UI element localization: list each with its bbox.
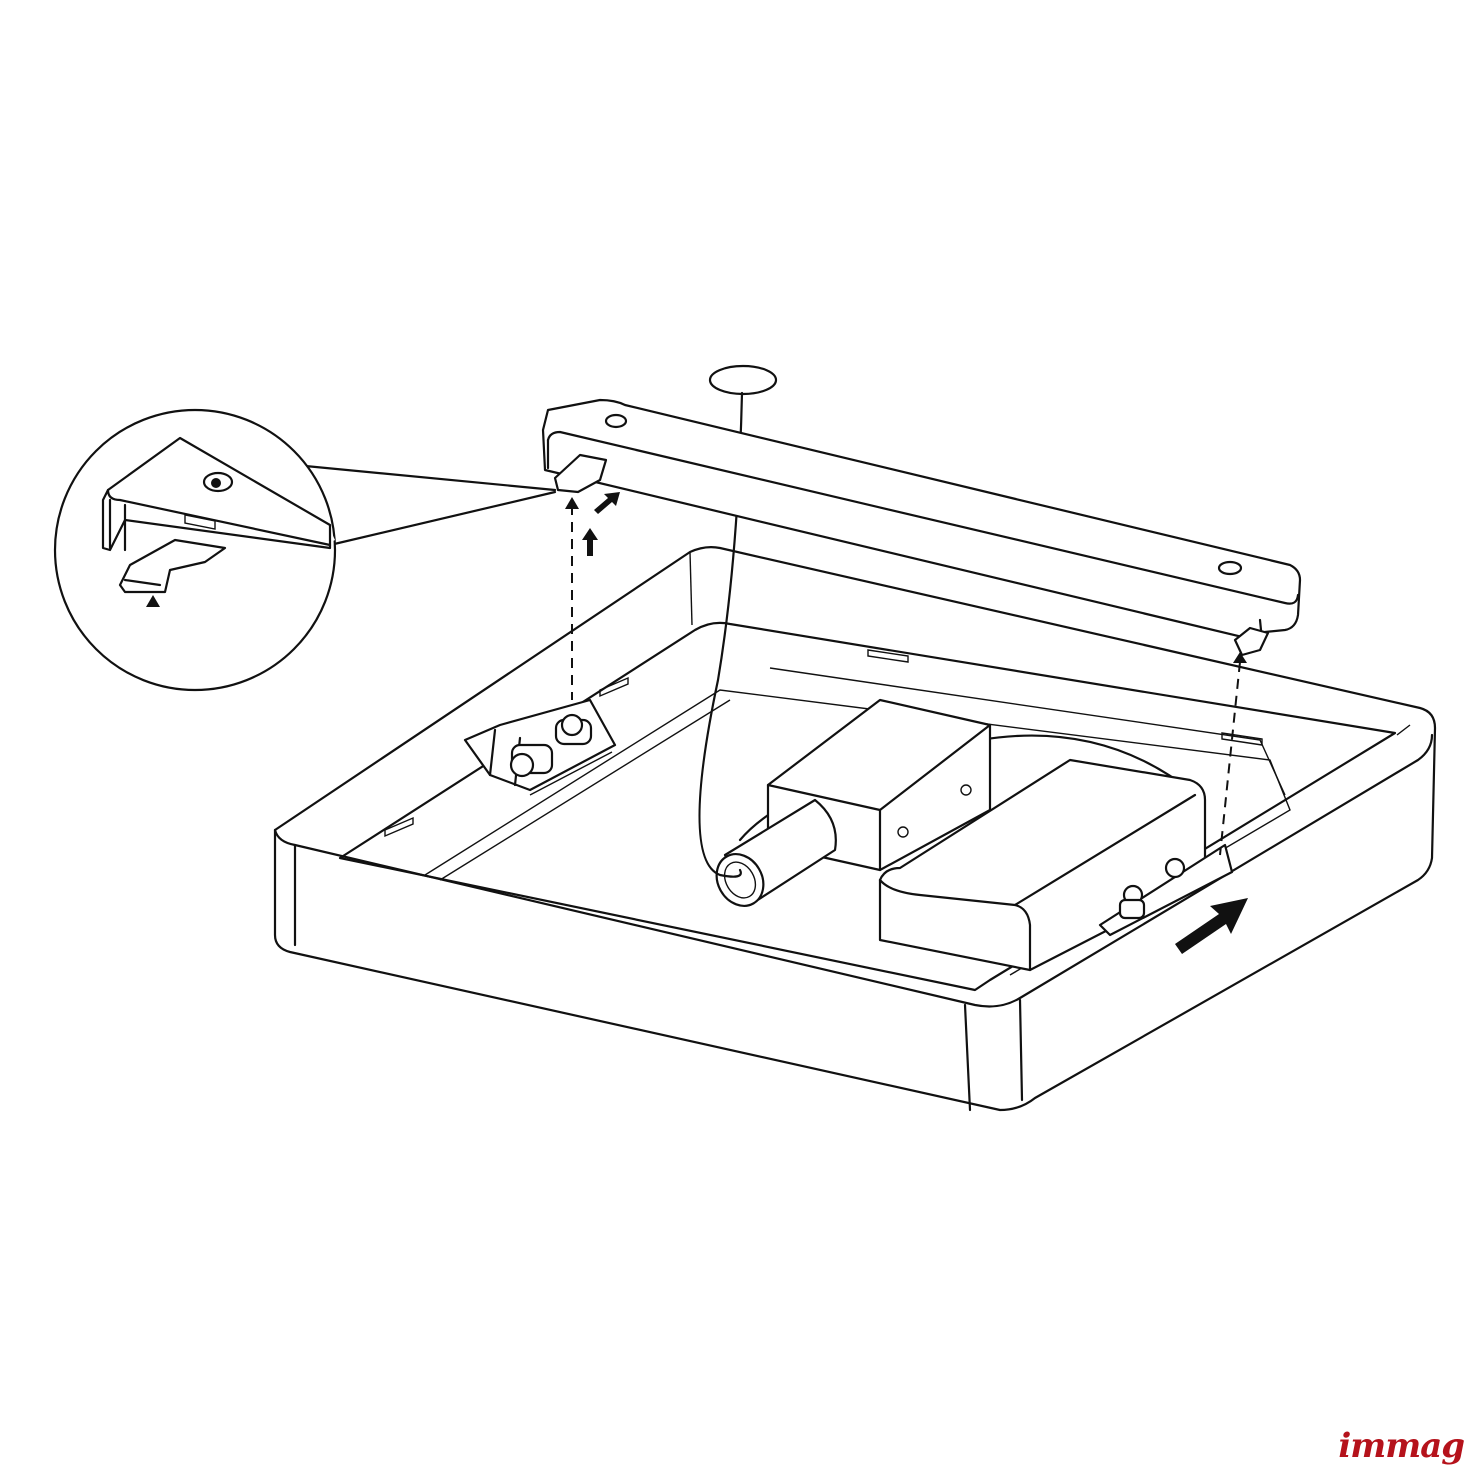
arrow-up-icon bbox=[582, 528, 598, 556]
cable-conduit bbox=[715, 798, 837, 907]
ceiling-hole bbox=[708, 364, 778, 396]
left-clip bbox=[463, 698, 617, 796]
guide-line-right bbox=[1219, 661, 1241, 856]
detail-callout bbox=[53, 408, 557, 692]
arrow-up-icon bbox=[565, 497, 579, 509]
arrow-slide-icon bbox=[1175, 898, 1248, 954]
immag-logo: immag bbox=[1338, 1426, 1465, 1466]
right-clip bbox=[1098, 843, 1234, 937]
mounting-bracket bbox=[541, 398, 1302, 657]
arrow-up-icon bbox=[1233, 652, 1247, 663]
arrow-diagonal-icon bbox=[594, 492, 620, 514]
